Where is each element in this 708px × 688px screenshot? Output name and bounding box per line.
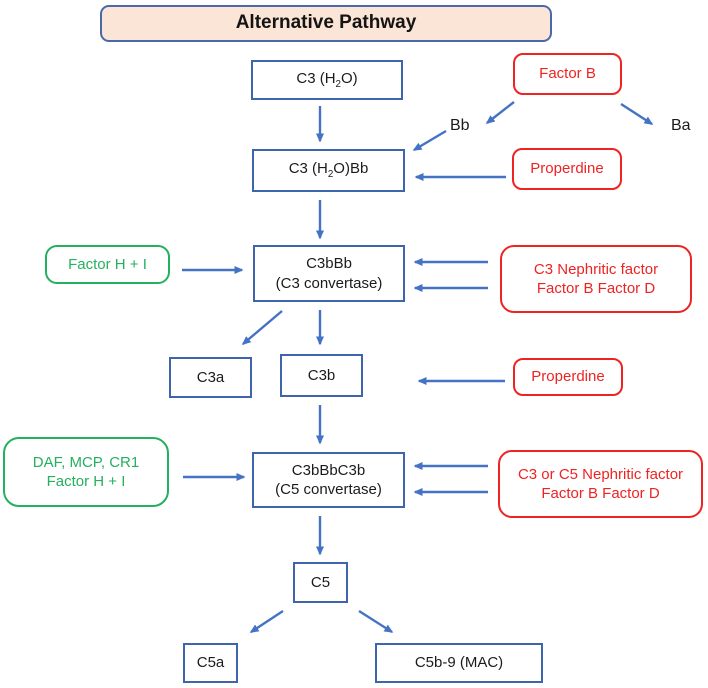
node-c3-convertase: C3bBb (C3 convertase) — [253, 245, 405, 302]
node-c5b9-mac: C5b-9 (MAC) — [375, 643, 543, 683]
node-c3b: C3b — [280, 354, 363, 397]
node-c5: C5 — [293, 562, 348, 603]
node-c5a: C5a — [183, 643, 238, 683]
node-c3a-label: C3a — [196, 368, 225, 386]
node-c3b-label: C3b — [307, 366, 336, 384]
arrow-bb-to-c3h2obb — [412, 129, 447, 152]
node-c5a-label: C5a — [196, 654, 225, 672]
node-c5b9-mac-label: C5b-9 (MAC) — [414, 654, 504, 672]
node-c3-convertase-line2: (C3 convertase) — [275, 274, 383, 292]
label-ba: Ba — [671, 117, 691, 134]
node-c3h2obb: C3 (H2O)Bb — [252, 149, 405, 192]
node-c3h2obb-label: C3 (H2O)Bb — [288, 160, 369, 181]
node-c3-nephritic-factor: C3 Nephritic factor Factor B Factor D — [500, 245, 692, 313]
diagram-title-label: Alternative Pathway — [235, 12, 417, 34]
arrow-c5-to-c5b9 — [358, 609, 394, 634]
node-c5-convertase: C3bBbC3b (C5 convertase) — [252, 452, 405, 508]
node-properdine-2-label: Properdine — [531, 368, 605, 386]
node-c5-convertase-line2: (C5 convertase) — [275, 481, 382, 498]
arrow-c5-to-c5a — [249, 609, 284, 634]
arrow-factorb-to-ba — [620, 102, 654, 126]
node-factor-h-i: Factor H + I — [45, 245, 170, 284]
node-c3-or-c5-nephritic-factor: C3 or C5 Nephritic factor Factor B Facto… — [498, 450, 703, 518]
node-c3-or-c5-nephritic-factor-line1: C3 or C5 Nephritic factor — [517, 465, 684, 483]
node-c3a: C3a — [169, 357, 252, 398]
node-c3h2o-label: C3 (H2O) — [296, 69, 358, 90]
node-properdine-2: Properdine — [513, 358, 623, 396]
node-properdine-1: Properdine — [512, 148, 622, 190]
node-factor-b: Factor B — [513, 53, 622, 95]
node-daf-mcp-cr1: DAF, MCP, CR1 Factor H + I — [3, 437, 169, 507]
node-c3-nephritic-factor-line1: C3 Nephritic factor — [533, 260, 659, 278]
node-c3h2o: C3 (H2O) — [251, 60, 403, 100]
label-bb: Bb — [450, 117, 470, 134]
node-daf-mcp-cr1-line2: Factor H + I — [46, 473, 126, 490]
node-c5-convertase-line1: C3bBbC3b — [291, 461, 366, 479]
node-factor-h-i-label: Factor H + I — [68, 255, 147, 273]
node-c5-label: C5 — [310, 573, 331, 591]
node-properdine-1-label: Properdine — [530, 160, 604, 178]
node-factor-b-label: Factor B — [539, 65, 596, 83]
diagram-title: Alternative Pathway — [100, 5, 552, 42]
arrow-factorb-to-bb — [485, 101, 515, 124]
node-daf-mcp-cr1-line1: DAF, MCP, CR1 — [32, 453, 140, 471]
node-c3-convertase-line1: C3bBb — [306, 255, 352, 272]
arrow-c3convertase-to-c3a — [241, 310, 283, 345]
node-c3-nephritic-factor-line2: Factor B Factor D — [536, 280, 656, 297]
node-c3-or-c5-nephritic-factor-line2: Factor B Factor D — [541, 485, 660, 502]
